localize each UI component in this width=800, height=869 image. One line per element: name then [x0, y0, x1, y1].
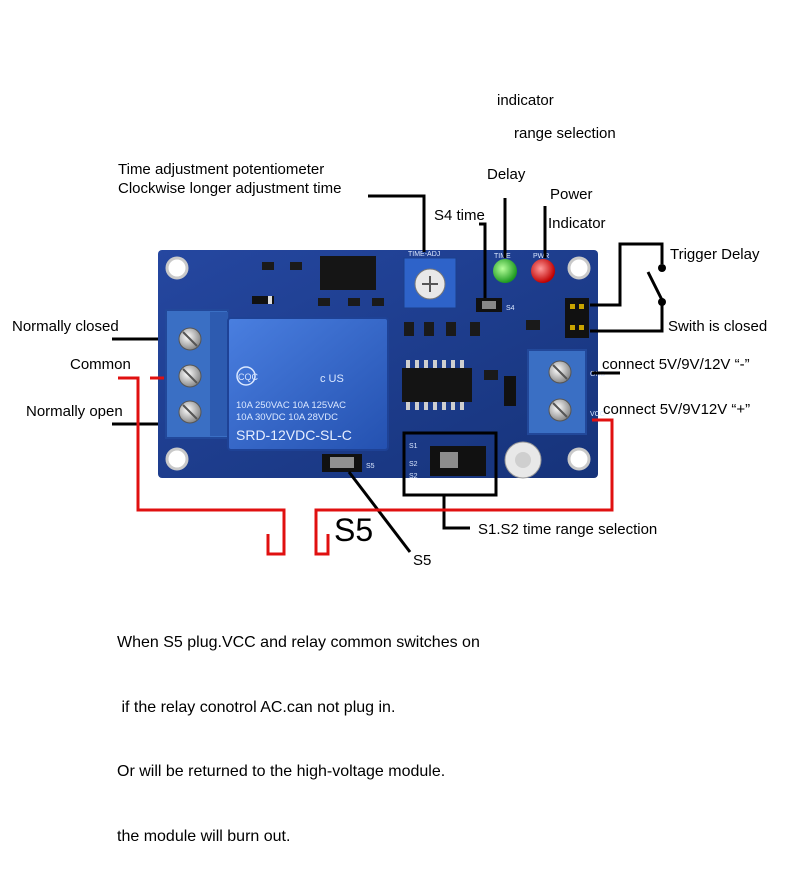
connect-plus-label: connect 5V/9V12V “+” [603, 401, 751, 418]
red-wire [118, 376, 614, 556]
relay: CQC c US 10A 250VAC 10A 125VAC 10A 30VDC… [227, 317, 389, 451]
smd-part [424, 322, 434, 336]
switch-contact-bottom [658, 298, 666, 306]
diode [252, 296, 274, 304]
note-line: if the relay conotrol AC.can not plug in… [117, 698, 396, 716]
smd-diode [504, 376, 516, 406]
pot-silk-label: TIME-ADJ [408, 251, 440, 258]
note-line: Or will be returned to the high-voltage … [117, 763, 446, 780]
relay-ul-mark: c US [320, 373, 344, 385]
s5-big-label: S5 [334, 512, 374, 548]
power-led [531, 259, 555, 283]
trigger-delay-label: Trigger Delay [670, 246, 760, 263]
smd-part [262, 262, 274, 270]
s2-silk: S2 [409, 461, 418, 468]
warning-note: When S5 plug.VCC and relay common switch… [117, 589, 480, 869]
note-line: the module will burn out. [117, 827, 291, 845]
timer-ic [402, 360, 472, 410]
module-diagram: CQC c US 10A 250VAC 10A 125VAC 10A 30VDC… [112, 194, 666, 556]
time-led [493, 259, 517, 283]
pot-label-line2: Clockwise longer adjustment time [118, 180, 342, 197]
s4-jumper-cap [482, 301, 496, 309]
smd-part [526, 320, 540, 330]
diode-band [268, 296, 272, 304]
indicator-range-label-1: indicator [497, 92, 554, 109]
relay-terminal-block [165, 309, 229, 439]
smd-part [404, 322, 414, 336]
trigger-header [565, 298, 589, 338]
s5-silk: S5 [366, 463, 375, 470]
mounting-hole [165, 447, 189, 471]
relay-rating-2: 10A 30VDC 10A 28VDC [236, 412, 338, 423]
relay-brand: CQC [238, 372, 259, 382]
common-label: Common [70, 356, 131, 373]
callout-lines [112, 194, 666, 553]
smd-part [348, 298, 360, 306]
s2-silk-2: S2 [409, 473, 418, 480]
delay-label: Delay [487, 166, 526, 183]
mounting-hole [165, 256, 189, 280]
smd-part [372, 298, 384, 306]
s1-silk: S1 [409, 443, 418, 450]
power-label: Power [550, 186, 593, 203]
vcc-silk: VCC [590, 411, 605, 418]
connect-minus-label: connect 5V/9V/12V “-” [602, 356, 750, 373]
relay-rating-1: 10A 250VAC 10A 125VAC [236, 400, 346, 411]
switch-contact-top [658, 264, 666, 272]
smd-part [318, 298, 330, 306]
diagram-root: { "labels": { "indicator_top": "indicato… [12, 92, 768, 845]
s1-s2-label: S1.S2 time range selection [478, 521, 658, 538]
smd-part [290, 262, 302, 270]
indicator-label: Indicator [548, 215, 606, 232]
pot-label-line1: Time adjustment potentiometer [118, 161, 325, 178]
optocoupler-chip [320, 256, 376, 290]
s5-jumper-cap [330, 457, 354, 468]
note-line: When S5 plug.VCC and relay common switch… [117, 634, 480, 651]
smd-part [484, 370, 498, 380]
time-led-label: TIME [494, 253, 511, 260]
s1-s2-jumper-header: S1 S2 S2 [409, 443, 486, 480]
capacitor-top [515, 452, 531, 468]
s4-time-label: S4 time [434, 207, 485, 224]
pwr-led-label: PWR [533, 253, 549, 260]
normally-closed-label: Normally closed [12, 318, 119, 335]
mounting-hole [567, 447, 591, 471]
time-potentiometer: TIME-ADJ [403, 251, 457, 309]
s4-silk: S4 [506, 305, 515, 312]
relay-model: SRD-12VDC-SL-C [236, 427, 352, 443]
smd-part [446, 322, 456, 336]
smd-part [470, 322, 480, 336]
normally-open-label: Normally open [26, 403, 123, 420]
s5-label: S5 [413, 552, 432, 569]
indicator-range-label-2: range selection [514, 125, 616, 142]
mounting-hole [567, 256, 591, 280]
switch-closed-label: Swith is closed [668, 318, 768, 335]
